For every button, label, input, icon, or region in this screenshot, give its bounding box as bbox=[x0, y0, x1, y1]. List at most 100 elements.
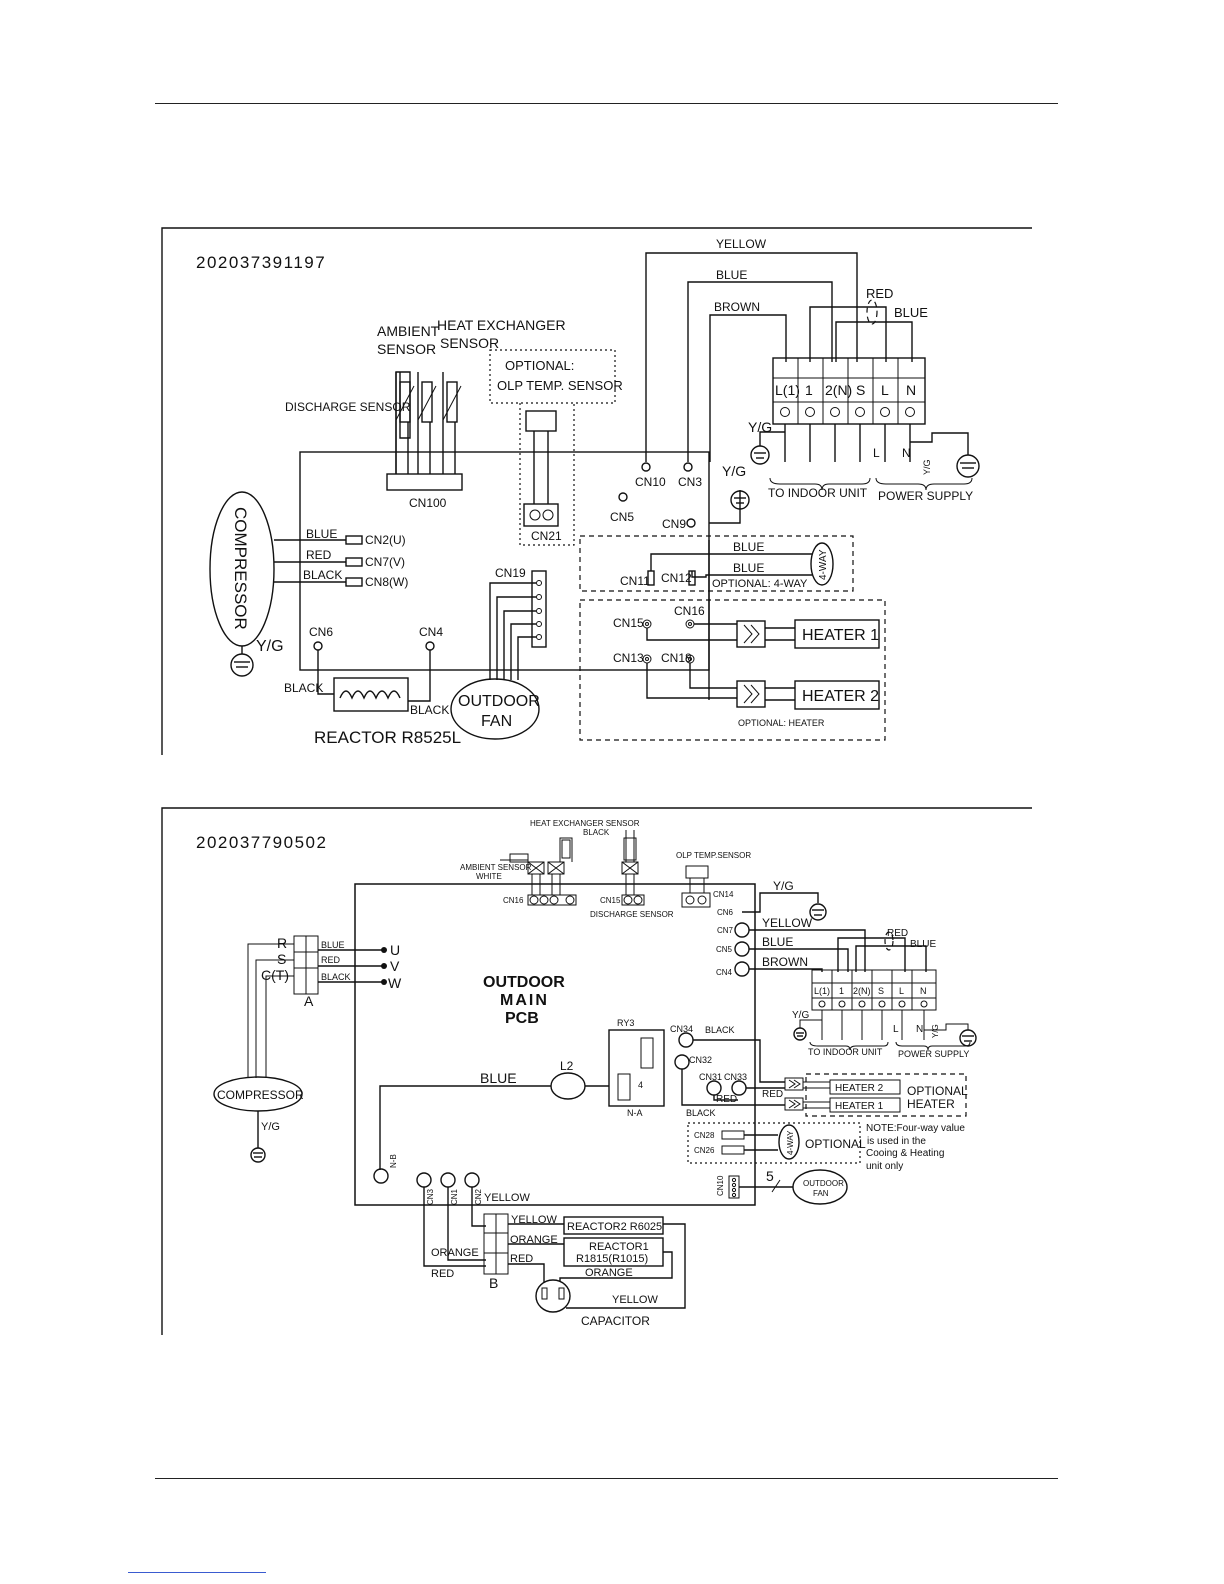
fan-1-label-2: FAN bbox=[481, 713, 512, 730]
label-A: A bbox=[304, 993, 314, 1009]
comp-yg-2: Y/G bbox=[261, 1121, 280, 1133]
ambient-sensor-label: AMBIENT bbox=[377, 323, 440, 339]
label-cn7-2: CN7 bbox=[717, 926, 734, 935]
ambient-sensor-2: AMBIENT SENSOR bbox=[460, 863, 532, 872]
label-cn34: CN34 bbox=[670, 1024, 693, 1034]
capacitor bbox=[535, 1279, 571, 1313]
label-red-b: RED bbox=[762, 1089, 783, 1100]
ground-icon bbox=[730, 490, 750, 510]
label-cn5: CN5 bbox=[610, 510, 634, 524]
label-S: S bbox=[277, 951, 286, 967]
terminal-2-2N: 2(N) bbox=[853, 986, 871, 996]
optional-olp-box bbox=[489, 349, 616, 404]
pcb-label-1: OUTDOOR bbox=[483, 974, 565, 991]
wire-link-1 bbox=[809, 306, 887, 362]
terminal-block-1 bbox=[772, 357, 926, 425]
ground-icon bbox=[230, 653, 254, 677]
label-yellow: YELLOW bbox=[716, 237, 767, 251]
label-cn9: CN9 bbox=[662, 517, 686, 531]
label-yellow-2: YELLOW bbox=[762, 916, 813, 930]
b-wire-red: RED bbox=[510, 1253, 533, 1265]
pcb-label-2: MAIN bbox=[500, 992, 549, 1009]
label-cn18: CN18 bbox=[661, 651, 692, 665]
terminal-2N: 2(N) bbox=[825, 382, 852, 398]
label-red-2: RED bbox=[887, 928, 908, 939]
label-cn100: CN100 bbox=[409, 496, 447, 510]
label-cn3: CN3 bbox=[678, 475, 702, 489]
label-orange-left: ORANGE bbox=[431, 1247, 479, 1259]
heater-1-label: HEATER 1 bbox=[802, 627, 879, 644]
ground-icon bbox=[750, 445, 770, 465]
label-cn32: CN32 bbox=[689, 1055, 712, 1065]
comp-wire-red: RED bbox=[306, 548, 332, 562]
fourway-blue-2: BLUE bbox=[733, 561, 764, 575]
orange-r1-label: ORANGE bbox=[585, 1267, 633, 1279]
ground-icon bbox=[250, 1147, 266, 1163]
heat-exchanger-sensor-2: HEAT EXCHANGER SENSOR bbox=[530, 819, 640, 828]
heater-2b bbox=[829, 1079, 901, 1095]
label-nb: N-B bbox=[389, 1154, 398, 1168]
heater-1b-label: HEATER 1 bbox=[835, 1101, 884, 1112]
compressor-1-label: COMPRESSOR bbox=[231, 507, 250, 630]
heater-1b bbox=[829, 1097, 901, 1113]
note-line-3: Cooing & Heating bbox=[866, 1148, 944, 1159]
label-black-1: BLACK bbox=[284, 681, 323, 695]
label-black-a: BLACK bbox=[705, 1025, 735, 1035]
label-cn12: CN12 bbox=[661, 571, 692, 585]
terminal-2-L: L bbox=[899, 986, 904, 996]
fourway-valve-1 bbox=[810, 542, 834, 586]
footer-link-underline bbox=[128, 1572, 266, 1573]
terminal-N: N bbox=[906, 382, 916, 398]
olp-dotted-frame bbox=[519, 403, 575, 546]
relay-ry3 bbox=[608, 1029, 665, 1107]
red-jumper bbox=[866, 299, 878, 325]
heater-relay-1 bbox=[736, 620, 795, 648]
label-cn33: CN33 bbox=[724, 1072, 747, 1082]
terminal-2-S: S bbox=[878, 986, 884, 996]
label-cn5-2: CN5 bbox=[716, 945, 733, 954]
label-cn10-2: CN10 bbox=[716, 1175, 725, 1196]
wire-link-2 bbox=[835, 321, 913, 362]
ambient-sensor-label-2: SENSOR bbox=[377, 341, 436, 357]
terminal-L1: L(1) bbox=[775, 382, 800, 398]
terminal-cells-1 bbox=[797, 358, 899, 424]
label-five: 5 bbox=[766, 1168, 774, 1184]
wire-brown bbox=[709, 314, 787, 462]
label-na: N-A bbox=[627, 1108, 643, 1118]
heater-2b-label: HEATER 2 bbox=[835, 1083, 884, 1094]
yellow-cap-label: YELLOW bbox=[612, 1294, 658, 1306]
label-ry3: RY3 bbox=[617, 1018, 634, 1028]
label-U: U bbox=[390, 942, 400, 958]
label-cn8w: CN8(W) bbox=[365, 575, 408, 589]
diagram-1-frame bbox=[161, 227, 1032, 755]
heater-2 bbox=[794, 680, 880, 710]
label-cn1-2: CN1 bbox=[450, 1188, 459, 1205]
olp-temp-sensor-label: OLP TEMP. SENSOR bbox=[497, 378, 623, 393]
fourway-label-1: 4-WAY bbox=[818, 549, 829, 580]
label-cn4-2: CN4 bbox=[716, 968, 733, 977]
heater-relays-2 bbox=[784, 1077, 830, 1111]
reactor1-label: REACTOR1 bbox=[589, 1241, 649, 1253]
label-blue-2b: BLUE bbox=[910, 939, 936, 950]
reactor-2b bbox=[563, 1216, 664, 1235]
blue-line-label: BLUE bbox=[480, 1070, 517, 1086]
label-black-b: BLACK bbox=[686, 1108, 716, 1118]
label-black-2: BLACK bbox=[410, 703, 449, 717]
cn19-connector bbox=[531, 570, 547, 648]
label-blue-2a: BLUE bbox=[762, 935, 793, 949]
olp-temp-sensor-2: OLP TEMP.SENSOR bbox=[676, 851, 751, 860]
reactor-1 bbox=[333, 677, 409, 712]
to-indoor-unit-2: TO INDOOR UNIT bbox=[808, 1047, 883, 1057]
label-B: B bbox=[489, 1275, 498, 1291]
outdoor-fan-1 bbox=[450, 678, 540, 740]
label-cn13: CN13 bbox=[613, 651, 644, 665]
label-red-left: RED bbox=[431, 1268, 454, 1280]
sensor-black-label: BLACK bbox=[583, 828, 610, 837]
header-rule bbox=[155, 103, 1058, 104]
yellow-cn2-label: YELLOW bbox=[484, 1192, 530, 1204]
label-cn14-2: CN14 bbox=[713, 890, 734, 899]
label-brown: BROWN bbox=[714, 300, 760, 314]
heater-2-label: HEATER 2 bbox=[802, 688, 879, 705]
label-yg-2a: Y/G bbox=[773, 879, 794, 893]
terminal-2-L1: L(1) bbox=[814, 986, 830, 996]
